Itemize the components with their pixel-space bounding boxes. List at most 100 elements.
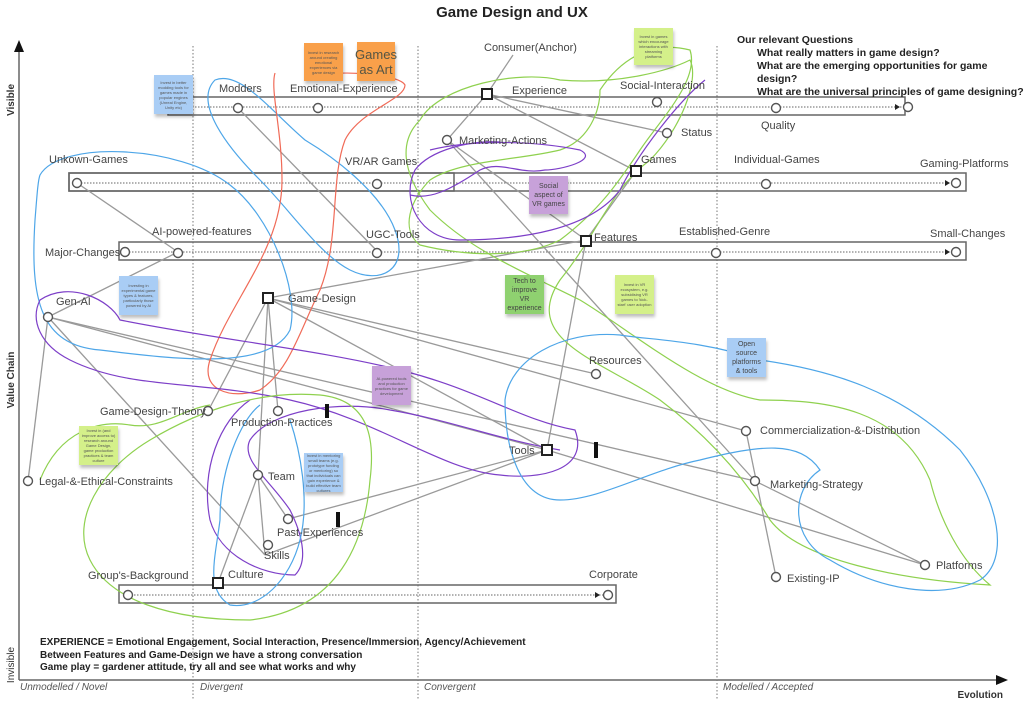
- sticky-ai-tools[interactable]: AI-powered tools and production practice…: [372, 366, 411, 405]
- label-unknown-games: Unkown-Games: [49, 154, 128, 166]
- label-gen-ai: Gen-AI: [56, 296, 91, 308]
- sticky-tech-vr[interactable]: Tech to improve VR experience: [505, 275, 544, 314]
- node-production-practices[interactable]: [272, 405, 284, 417]
- node-small-changes[interactable]: [950, 246, 962, 258]
- label-status: Status: [681, 127, 713, 139]
- label-game-design-theory: Game-Design-Theory: [100, 406, 206, 418]
- node-ugc-tools[interactable]: [371, 247, 383, 259]
- sticky-experimental[interactable]: Investing in experimental game types & f…: [119, 276, 158, 315]
- questions-heading: Our relevant Questions: [737, 34, 854, 46]
- sticky-social-games[interactable]: Invest in games which encourage interact…: [634, 28, 673, 65]
- axes: Visible Value Chain Invisible Evolution …: [6, 40, 1008, 701]
- stage-label: Modelled / Accepted: [723, 682, 814, 693]
- node-ai-powered-features[interactable]: [172, 247, 184, 259]
- label-platforms: Platforms: [936, 560, 983, 572]
- node-features[interactable]: [580, 235, 592, 247]
- node-culture[interactable]: [212, 577, 224, 589]
- node-platforms[interactable]: [919, 559, 931, 571]
- sticky-mentoring[interactable]: Invest in mentoring small teams (e.g. pr…: [304, 453, 343, 493]
- label-marketing-actions: Marketing-Actions: [459, 135, 548, 147]
- note-line: Game play = gardener attitude, try all a…: [40, 662, 356, 673]
- note-line: EXPERIENCE = Emotional Engagement, Socia…: [40, 637, 526, 648]
- node-existing-ip[interactable]: [770, 571, 782, 583]
- label-corporate: Corporate: [589, 569, 638, 581]
- node-marketing-actions[interactable]: [441, 134, 453, 146]
- node-quality[interactable]: [770, 102, 782, 114]
- label-gaming-platforms: Gaming-Platforms: [920, 158, 1009, 170]
- page-title: Game Design and UX: [436, 4, 588, 21]
- node-unknown-games[interactable]: [71, 177, 83, 189]
- node-skills[interactable]: [262, 539, 274, 551]
- node-major-changes[interactable]: [119, 246, 131, 258]
- label-ugc-tools: UGC-Tools: [366, 229, 420, 241]
- notes-block: EXPERIENCE = Emotional Engagement, Socia…: [40, 637, 526, 675]
- note-line: Between Features and Game-Design we have…: [40, 649, 363, 661]
- node-vr-ar-games[interactable]: [371, 178, 383, 190]
- node-individual-games[interactable]: [760, 178, 772, 190]
- sticky-open-source[interactable]: Open source platforms & tools: [727, 338, 766, 377]
- sticky-modding-tools[interactable]: Invest in better modding tools for games…: [154, 75, 193, 114]
- pipelines: [68, 96, 967, 604]
- node-experience[interactable]: [481, 88, 493, 100]
- node-marketing-strategy[interactable]: [749, 475, 761, 487]
- label-commercialization: Commercialization-&-Distribution: [760, 425, 920, 437]
- ink-annotations: [33, 46, 999, 621]
- label-tools: Tools: [509, 445, 535, 457]
- node-status[interactable]: [661, 127, 673, 139]
- label-game-design: Game-Design: [288, 293, 356, 305]
- question-item: What are the emerging opportunities for …: [757, 60, 988, 85]
- node-gaming-platforms[interactable]: [950, 177, 962, 189]
- label-skills: Skills: [264, 550, 290, 562]
- node-commercialization[interactable]: [740, 425, 752, 437]
- node-legal[interactable]: [22, 475, 34, 487]
- question-item: What are the universal principles of gam…: [757, 86, 1024, 98]
- label-ai-powered-features: AI-powered-features: [152, 226, 252, 238]
- sticky-games-as-art[interactable]: Games as Art: [355, 42, 397, 81]
- node-team[interactable]: [252, 469, 264, 481]
- stage-label: Unmodelled / Novel: [20, 682, 108, 693]
- inertia-bar: [336, 512, 340, 527]
- label-games: Games: [641, 154, 677, 166]
- node-resources[interactable]: [590, 368, 602, 380]
- label-consumer: Consumer(Anchor): [484, 42, 577, 54]
- inertia-markers: [325, 404, 598, 527]
- sticky-emotional-research[interactable]: Invest in research around creating emoti…: [304, 43, 343, 81]
- node-gen-ai[interactable]: [42, 311, 54, 323]
- label-resources: Resources: [589, 355, 642, 367]
- node-emotional-experience[interactable]: [312, 102, 324, 114]
- node-games[interactable]: [630, 165, 642, 177]
- label-production-practices: Production-Practices: [231, 417, 333, 429]
- node-modders[interactable]: [232, 102, 244, 114]
- arrow-icon: [945, 180, 950, 186]
- y-bottom-label: Invisible: [6, 647, 17, 684]
- label-vr-ar-games: VR/AR Games: [345, 156, 418, 168]
- node-social-interaction[interactable]: [651, 96, 663, 108]
- node-past-experiences[interactable]: [282, 513, 294, 525]
- stage-label: Convergent: [424, 682, 477, 693]
- x-axis-label: Evolution: [957, 690, 1003, 701]
- question-item: What really matters in game design?: [757, 47, 940, 59]
- label-emotional-experience: Emotional-Experience: [290, 83, 398, 95]
- label-quality: Quality: [761, 120, 796, 132]
- sticky-research-access[interactable]: Invest in (and improve access to) resear…: [79, 426, 118, 465]
- y-axis-arrow-icon: [14, 40, 24, 52]
- sticky-social-vr[interactable]: Social aspect of VR games: [529, 176, 568, 214]
- label-established-genre: Established-Genre: [679, 226, 770, 238]
- label-major-changes: Major-Changes: [45, 247, 121, 259]
- node-game-design-theory[interactable]: [202, 405, 214, 417]
- label-past-experiences: Past-Experiences: [277, 527, 364, 539]
- node-game-design[interactable]: [262, 292, 274, 304]
- node-experience-end[interactable]: [902, 101, 914, 113]
- label-experience: Experience: [512, 85, 567, 97]
- node-groups-background[interactable]: [122, 589, 134, 601]
- sticky-vr-ecosystem[interactable]: Invest in VR ecosystem, e.g. subsidising…: [615, 275, 654, 314]
- node-corporate[interactable]: [602, 589, 614, 601]
- label-existing-ip: Existing-IP: [787, 573, 840, 585]
- pipeline-features: [118, 241, 967, 261]
- node-tools[interactable]: [541, 444, 553, 456]
- node-established-genre[interactable]: [710, 247, 722, 259]
- label-features: Features: [594, 232, 638, 244]
- inertia-bar: [325, 404, 329, 418]
- inertia-bar: [594, 442, 598, 458]
